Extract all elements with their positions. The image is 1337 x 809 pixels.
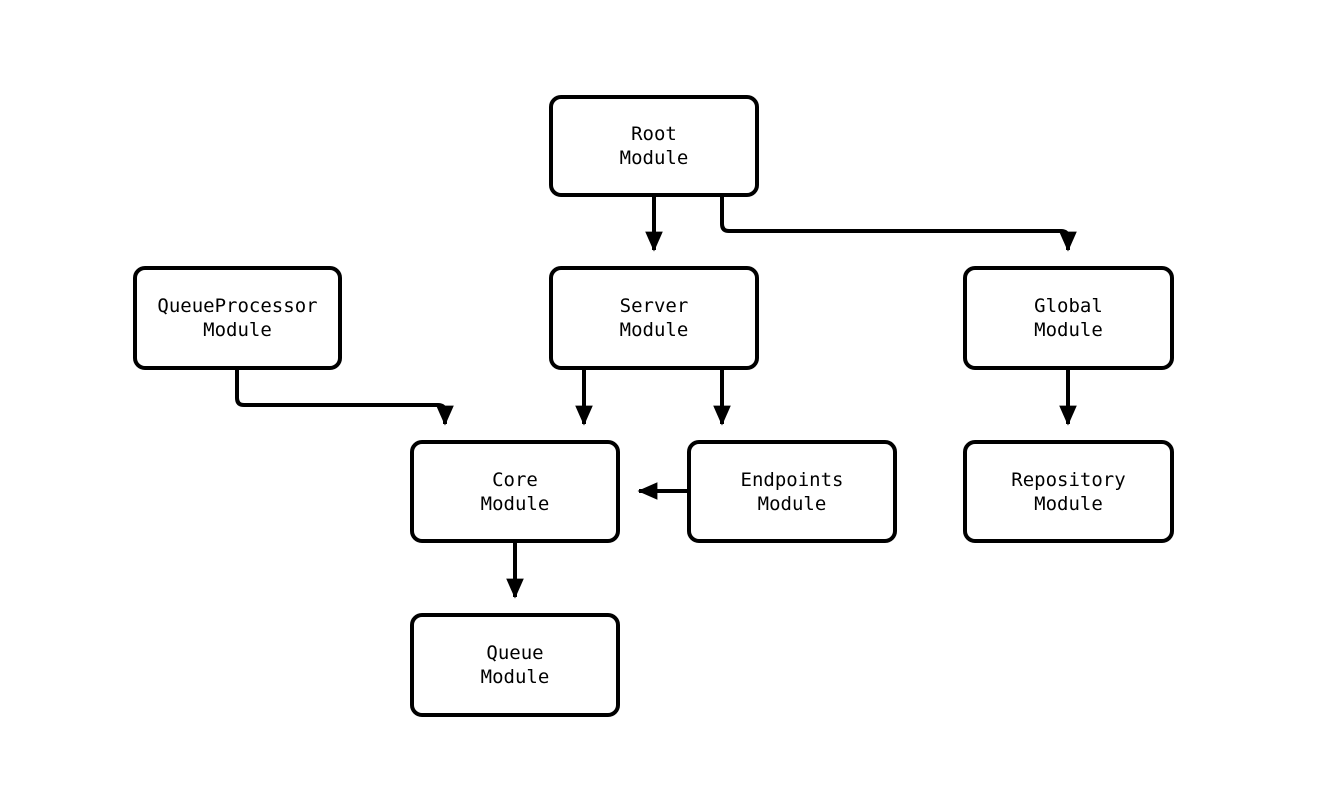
node-global-label-line2: Module [1034, 319, 1103, 341]
node-core-label-line1: Core [492, 468, 538, 491]
node-endpoints-label-line1: Endpoints [740, 468, 844, 491]
node-core-module[interactable]: Core Module [410, 440, 620, 543]
node-queueprocessor-label-line1: QueueProcessor [157, 295, 318, 317]
node-queue-label-line2: Module [480, 666, 550, 688]
node-server-module[interactable]: Server Module [549, 266, 759, 370]
node-global-label-line1: Global [1034, 295, 1103, 317]
edge-root-global [720, 197, 1077, 252]
node-endpoints-module[interactable]: Endpoints Module [687, 440, 897, 543]
node-server-label-line1: Server [619, 295, 689, 317]
node-repository-label-line2: Module [1034, 492, 1103, 515]
node-server-label-line2: Module [619, 319, 689, 341]
node-queueprocessor-label-line2: Module [203, 319, 272, 341]
node-root-label-line2: Module [619, 147, 689, 169]
node-global-module[interactable]: Global Module [963, 266, 1174, 370]
edge-queueprocessor-core [235, 370, 454, 426]
node-repository-label-line1: Repository [1011, 468, 1126, 491]
node-root-label-line1: Root [631, 123, 677, 145]
node-core-label-line2: Module [480, 492, 550, 515]
node-queue-label-line1: Queue [486, 642, 544, 664]
node-queueprocessor-module[interactable]: QueueProcessor Module [133, 266, 342, 370]
node-root-module[interactable]: Root Module [549, 95, 759, 197]
node-repository-module[interactable]: Repository Module [963, 440, 1174, 543]
node-queue-module[interactable]: Queue Module [410, 613, 620, 717]
node-endpoints-label-line2: Module [757, 492, 827, 515]
